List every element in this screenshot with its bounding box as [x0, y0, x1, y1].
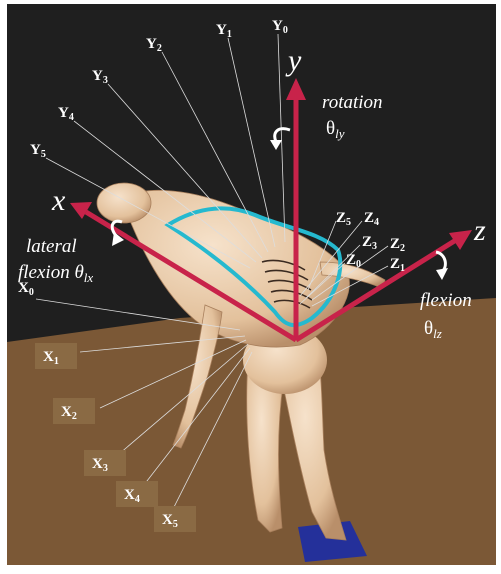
axis-label-y: y [285, 44, 302, 77]
rotation-caption: rotation [322, 92, 383, 113]
axis-label-z: z [473, 214, 486, 247]
lateral-caption: lateral [26, 236, 77, 257]
lateral-flexion-caption: flexion θlx [18, 262, 93, 285]
axis-label-x: x [51, 184, 66, 217]
flexion-caption: flexion [420, 290, 472, 311]
